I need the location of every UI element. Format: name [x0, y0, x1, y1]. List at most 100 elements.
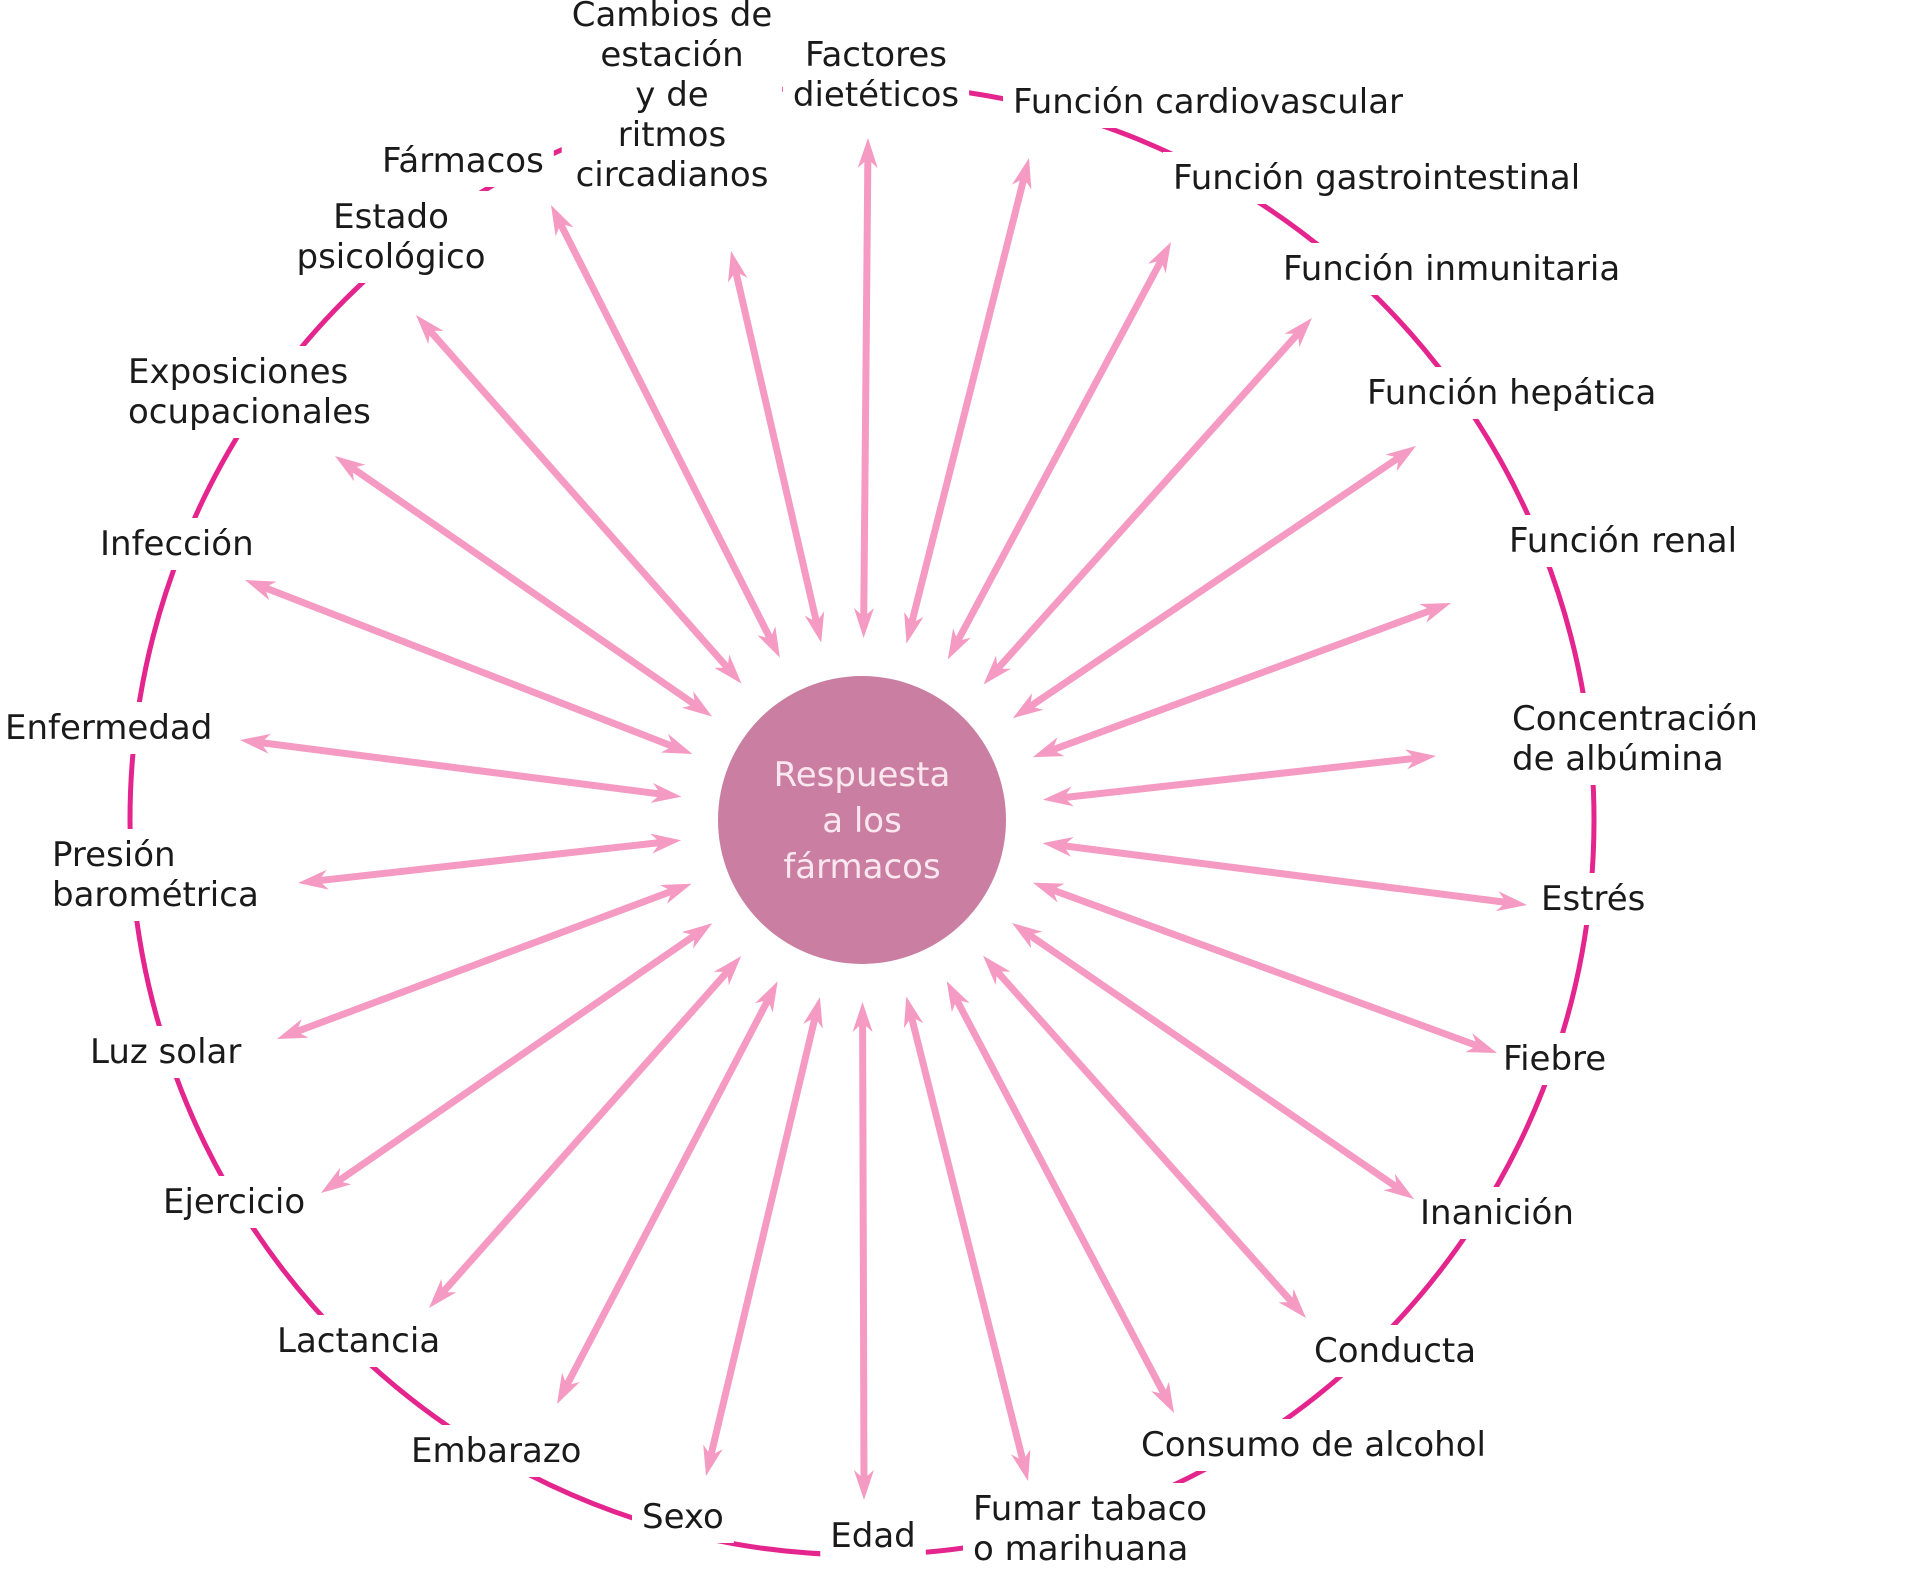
arrow-head-inner: [903, 996, 924, 1029]
factor-label-line: Edad: [830, 1516, 915, 1556]
arrow-head-inner: [755, 981, 778, 1013]
arrow-head-outer: [1011, 1449, 1031, 1481]
factor-label-line: Función gastrointestinal: [1173, 158, 1580, 198]
arrow-shaft: [991, 327, 1304, 675]
arrow-head-outer: [277, 1019, 309, 1039]
arrow: [983, 955, 1306, 1318]
factor-label: Lactancia: [277, 1321, 440, 1361]
arrows-group: [240, 138, 1527, 1500]
arrow-shaft: [952, 254, 1167, 648]
arrow: [983, 318, 1312, 685]
arrow-head-inner: [983, 955, 1011, 985]
arrow: [703, 997, 823, 1476]
factor-label-line: o marihuana: [973, 1529, 1188, 1569]
arrow-head-outer: [1419, 603, 1451, 623]
arrow-shaft: [346, 462, 702, 711]
arrow: [947, 242, 1171, 660]
arrow-shaft: [436, 965, 734, 1299]
arrow-shaft: [991, 965, 1299, 1309]
label-gap: [1273, 243, 1631, 295]
label-gap: [820, 1510, 926, 1562]
arrow-head-outer: [1383, 1173, 1414, 1199]
arrow: [1012, 923, 1414, 1199]
arrow: [298, 833, 682, 890]
arrow: [853, 138, 878, 638]
label-gap: [286, 191, 496, 283]
arrow-head-inner: [713, 956, 742, 986]
arrow-head-inner: [904, 612, 924, 644]
arrow-head-outer: [1151, 1381, 1174, 1413]
factor-label-line: Enfermedad: [5, 708, 212, 748]
factor-label-line: y de: [635, 75, 708, 115]
arrow-head-outer: [335, 456, 366, 482]
label-gap: [401, 1425, 592, 1477]
arrow-head-inner: [1012, 693, 1044, 719]
factor-label: Función renal: [1509, 521, 1737, 561]
arrow-head-inner: [1042, 837, 1074, 857]
factor-label: Edad: [830, 1516, 915, 1556]
arrow-head-inner: [853, 607, 874, 638]
arrow: [728, 251, 825, 643]
label-gap: [267, 1315, 451, 1367]
factor-label-line: Función hepática: [1367, 373, 1656, 413]
label-gap: [1357, 367, 1667, 419]
arrow-head-inner: [714, 654, 742, 684]
arrow-head-inner: [681, 923, 713, 949]
factor-label-line: Factores: [805, 35, 947, 75]
arrow-head-inner: [660, 883, 692, 904]
factor-label: Estrés: [1541, 879, 1645, 919]
label-gap: [153, 1176, 316, 1228]
label-gap: [1499, 515, 1748, 567]
label-gap: [1304, 1325, 1487, 1377]
arrow-shaft: [1058, 754, 1421, 802]
factor-label-line: Embarazo: [411, 1431, 581, 1471]
arrow: [1012, 446, 1416, 719]
arrow-shaft: [906, 1011, 1028, 1467]
label-gap: [90, 518, 264, 570]
center-label-line: Respuesta: [774, 755, 951, 795]
factor-label-line: ocupacionales: [128, 392, 371, 432]
factor-label-line: Estado: [333, 197, 449, 237]
label-gap: [118, 346, 381, 438]
factor-label-line: Función inmunitaria: [1283, 249, 1620, 289]
arrow: [429, 956, 742, 1308]
label-gap: [1163, 152, 1591, 204]
arrow: [1042, 837, 1527, 912]
arrow-head-inner: [650, 833, 682, 854]
arrow-head-outer: [857, 138, 878, 169]
factor-label: Infección: [100, 524, 254, 564]
label-gap: [42, 829, 269, 921]
label-gap: [561, 0, 783, 201]
arrow-shaft: [1023, 929, 1403, 1193]
label-gap: [782, 29, 970, 121]
arrow-head-inner: [1032, 882, 1065, 903]
factor-label-line: Luz solar: [90, 1032, 241, 1072]
factor-label-line: Exposiciones: [128, 352, 348, 392]
arrow-shaft: [907, 172, 1029, 629]
arrow-head-outer: [703, 1444, 723, 1476]
arrow-shaft: [1024, 452, 1405, 713]
arrow-head-outer: [1012, 158, 1032, 190]
arrow-head-inner: [1032, 737, 1065, 758]
label-gap: [1003, 76, 1413, 128]
label-gap: [372, 135, 554, 187]
arrow-head-inner: [804, 611, 825, 643]
arrow: [852, 1002, 874, 1500]
factor-label-line: Lactancia: [277, 1321, 440, 1361]
arrow-head-outer: [1405, 749, 1436, 770]
arrow-head-outer: [1278, 1289, 1306, 1318]
arrow-head-outer: [728, 251, 748, 283]
arrow-shaft: [561, 993, 774, 1392]
factor-label-line: Conducta: [1314, 1331, 1476, 1371]
arrow-head-inner: [1012, 923, 1043, 949]
arrow-head-outer: [321, 1167, 352, 1193]
factor-label: Conducta: [1314, 1331, 1476, 1371]
center-circle: [718, 676, 1006, 964]
factor-label-line: circadianos: [576, 155, 769, 195]
arrow: [1042, 749, 1436, 807]
arrow-head-outer: [1284, 318, 1312, 347]
label-gap: [1502, 693, 1768, 785]
